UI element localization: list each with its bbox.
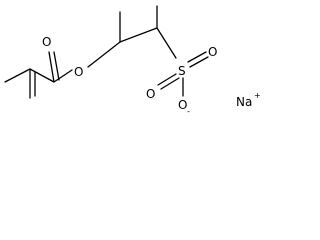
sulfonyl-oxygen-left-label: O xyxy=(146,87,155,101)
bond-so-upper-b xyxy=(189,56,209,68)
bond-carbonyl-outer xyxy=(48,51,55,83)
bond-carbonyl-ester-o xyxy=(53,69,73,83)
bond-methyl-alkene xyxy=(4,68,31,83)
bond-so-left-b xyxy=(160,77,180,90)
ester-oxygen-label: O xyxy=(74,65,83,79)
structure-canvas: O O S O O O - Na + xyxy=(4,5,261,116)
sulfonate-oxygen-label: O xyxy=(178,98,187,112)
bonds xyxy=(4,5,209,99)
sulfonyl-oxygen-upper-label: O xyxy=(208,45,217,59)
bond-alkene-carbonyl xyxy=(29,68,55,83)
sodium-label: Na xyxy=(236,95,252,109)
carbonyl-oxygen-label: O xyxy=(42,35,51,49)
molecule-structure: O O S O O O - Na + xyxy=(4,5,261,116)
sulfur-label: S xyxy=(178,64,186,78)
bond-so-upper-a xyxy=(187,51,207,63)
sodium-charge-label: + xyxy=(254,91,261,100)
sulfonate-charge-label: - xyxy=(187,107,190,116)
bond-ester-o-ch xyxy=(87,41,121,68)
bond-ch-ch2 xyxy=(119,27,158,43)
bond-carbonyl-inner xyxy=(53,51,60,81)
bond-ch2-sulfur xyxy=(156,27,177,59)
bond-so-left-a xyxy=(157,73,177,86)
